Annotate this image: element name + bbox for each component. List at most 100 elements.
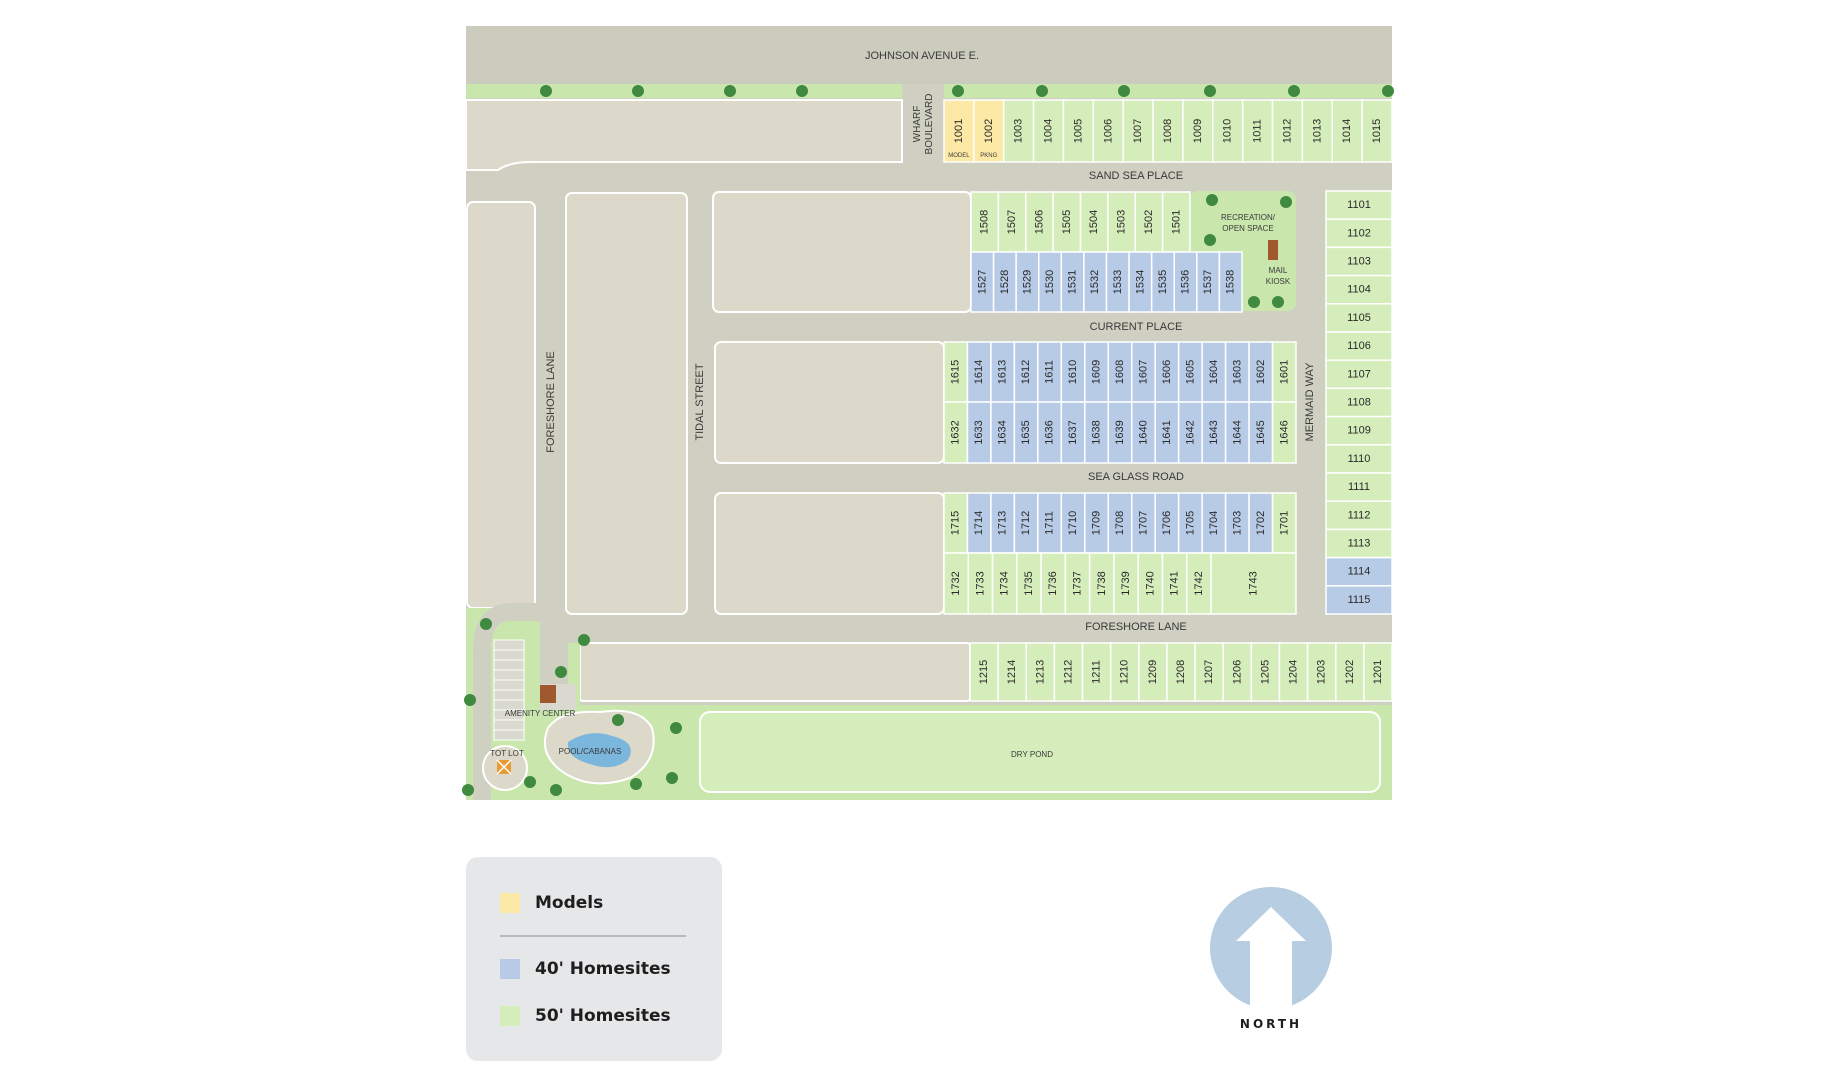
lot-1210-shape[interactable] xyxy=(1109,642,1140,702)
lot-1201[interactable]: 1201 xyxy=(1363,642,1393,702)
lot-1604[interactable]: 1604 xyxy=(1201,341,1227,403)
lot-1735-shape[interactable] xyxy=(1016,552,1042,615)
lot-1610[interactable]: 1610 xyxy=(1060,341,1086,403)
lot-1736[interactable]: 1736 xyxy=(1040,552,1067,615)
lot-1213-shape[interactable] xyxy=(1025,642,1056,702)
lot-1013-shape[interactable] xyxy=(1301,99,1334,163)
lot-1528[interactable]: 1528 xyxy=(992,251,1017,313)
lot-1740[interactable]: 1740 xyxy=(1137,552,1164,615)
lot-1102[interactable]: 1102 xyxy=(1325,218,1393,249)
lot-1736-shape[interactable] xyxy=(1040,552,1067,615)
lot-1003[interactable]: 1003 xyxy=(1002,99,1035,163)
lot-1710[interactable]: 1710 xyxy=(1060,492,1086,554)
lot-1632[interactable]: 1632 xyxy=(943,401,969,464)
lot-1529[interactable]: 1529 xyxy=(1015,251,1040,313)
lot-1010[interactable]: 1010 xyxy=(1212,99,1244,163)
lot-1102-shape[interactable] xyxy=(1325,218,1393,249)
lot-1109-shape[interactable] xyxy=(1325,415,1393,446)
lot-1705[interactable]: 1705 xyxy=(1177,492,1203,554)
lot-1633[interactable]: 1633 xyxy=(966,401,992,464)
lot-1011-shape[interactable] xyxy=(1241,99,1274,163)
lot-1743-shape[interactable] xyxy=(1210,552,1297,615)
lot-1507[interactable]: 1507 xyxy=(997,191,1027,253)
lot-1615[interactable]: 1615 xyxy=(943,341,969,403)
lot-1014-shape[interactable] xyxy=(1331,99,1363,163)
lot-1732[interactable]: 1732 xyxy=(943,552,970,615)
lot-1010-shape[interactable] xyxy=(1212,99,1244,163)
lot-1207[interactable]: 1207 xyxy=(1194,642,1224,702)
lot-1105-shape[interactable] xyxy=(1325,303,1393,333)
lot-1110-shape[interactable] xyxy=(1325,444,1393,474)
lot-1636[interactable]: 1636 xyxy=(1037,401,1063,464)
lot-1743[interactable]: 1743 xyxy=(1210,552,1297,615)
lot-1503[interactable]: 1503 xyxy=(1107,191,1136,253)
lot-1708[interactable]: 1708 xyxy=(1107,492,1133,554)
lot-1641[interactable]: 1641 xyxy=(1154,401,1180,464)
lot-1115[interactable]: 1115 xyxy=(1325,585,1393,615)
lot-1741[interactable]: 1741 xyxy=(1161,552,1188,615)
lot-1215-shape[interactable] xyxy=(969,642,999,702)
lot-1203[interactable]: 1203 xyxy=(1306,642,1337,702)
lot-1212-shape[interactable] xyxy=(1053,642,1084,702)
lot-1101-shape[interactable] xyxy=(1325,190,1393,220)
lot-1008[interactable]: 1008 xyxy=(1152,99,1184,163)
lot-1111[interactable]: 1111 xyxy=(1325,472,1393,502)
lot-1704[interactable]: 1704 xyxy=(1201,492,1227,554)
lot-1005[interactable]: 1005 xyxy=(1062,99,1095,163)
lot-1645[interactable]: 1645 xyxy=(1248,401,1274,464)
lot-1115-shape[interactable] xyxy=(1325,585,1393,615)
lot-1013[interactable]: 1013 xyxy=(1301,99,1334,163)
lot-1105[interactable]: 1105 xyxy=(1325,303,1393,333)
lot-1737-shape[interactable] xyxy=(1064,552,1091,615)
lot-1738-shape[interactable] xyxy=(1088,552,1115,615)
lot-1635[interactable]: 1635 xyxy=(1013,401,1039,464)
lot-1739[interactable]: 1739 xyxy=(1113,552,1139,615)
lot-1208[interactable]: 1208 xyxy=(1166,642,1196,702)
lot-1012-shape[interactable] xyxy=(1271,99,1304,163)
lot-1643[interactable]: 1643 xyxy=(1201,401,1227,464)
lot-1109[interactable]: 1109 xyxy=(1325,415,1393,446)
lot-1703[interactable]: 1703 xyxy=(1224,492,1250,554)
lot-1701[interactable]: 1701 xyxy=(1271,492,1297,554)
lot-1733-shape[interactable] xyxy=(967,552,994,615)
lot-1646-shape[interactable] xyxy=(1271,401,1297,464)
lot-1505-shape[interactable] xyxy=(1052,191,1082,253)
lot-1201-shape[interactable] xyxy=(1363,642,1393,702)
lot-1015[interactable]: 1015 xyxy=(1361,99,1393,163)
lot-1112[interactable]: 1112 xyxy=(1325,500,1393,531)
lot-1209[interactable]: 1209 xyxy=(1138,642,1168,702)
lot-1502[interactable]: 1502 xyxy=(1134,191,1164,253)
lot-1713[interactable]: 1713 xyxy=(990,492,1016,554)
lot-1113[interactable]: 1113 xyxy=(1325,528,1393,559)
lot-1209-shape[interactable] xyxy=(1138,642,1168,702)
lot-1106-shape[interactable] xyxy=(1325,331,1393,361)
lot-1706[interactable]: 1706 xyxy=(1154,492,1180,554)
lot-1505[interactable]: 1505 xyxy=(1052,191,1082,253)
lot-1644[interactable]: 1644 xyxy=(1224,401,1250,464)
lot-1613[interactable]: 1613 xyxy=(990,341,1016,403)
lot-1707[interactable]: 1707 xyxy=(1130,492,1156,554)
lot-1538-shape[interactable] xyxy=(1218,251,1243,313)
lot-1639[interactable]: 1639 xyxy=(1107,401,1133,464)
lot-1208-shape[interactable] xyxy=(1166,642,1196,702)
lot-1214-shape[interactable] xyxy=(997,642,1028,702)
lot-1640[interactable]: 1640 xyxy=(1130,401,1156,464)
lot-1738[interactable]: 1738 xyxy=(1088,552,1115,615)
lot-1110[interactable]: 1110 xyxy=(1325,444,1393,474)
lot-1530[interactable]: 1530 xyxy=(1038,251,1063,313)
lot-1106[interactable]: 1106 xyxy=(1325,331,1393,361)
lot-1605[interactable]: 1605 xyxy=(1177,341,1203,403)
lot-1211[interactable]: 1211 xyxy=(1081,642,1112,702)
lot-1637[interactable]: 1637 xyxy=(1060,401,1086,464)
lot-1213[interactable]: 1213 xyxy=(1025,642,1056,702)
lot-1107-shape[interactable] xyxy=(1325,359,1393,390)
lot-1642[interactable]: 1642 xyxy=(1177,401,1203,464)
lot-1103-shape[interactable] xyxy=(1325,246,1393,277)
lot-1607[interactable]: 1607 xyxy=(1130,341,1156,403)
lot-1007[interactable]: 1007 xyxy=(1122,99,1154,163)
lot-1103[interactable]: 1103 xyxy=(1325,246,1393,277)
lot-1740-shape[interactable] xyxy=(1137,552,1164,615)
lot-1614[interactable]: 1614 xyxy=(966,341,992,403)
lot-1531[interactable]: 1531 xyxy=(1060,251,1085,313)
lot-1534[interactable]: 1534 xyxy=(1128,251,1153,313)
